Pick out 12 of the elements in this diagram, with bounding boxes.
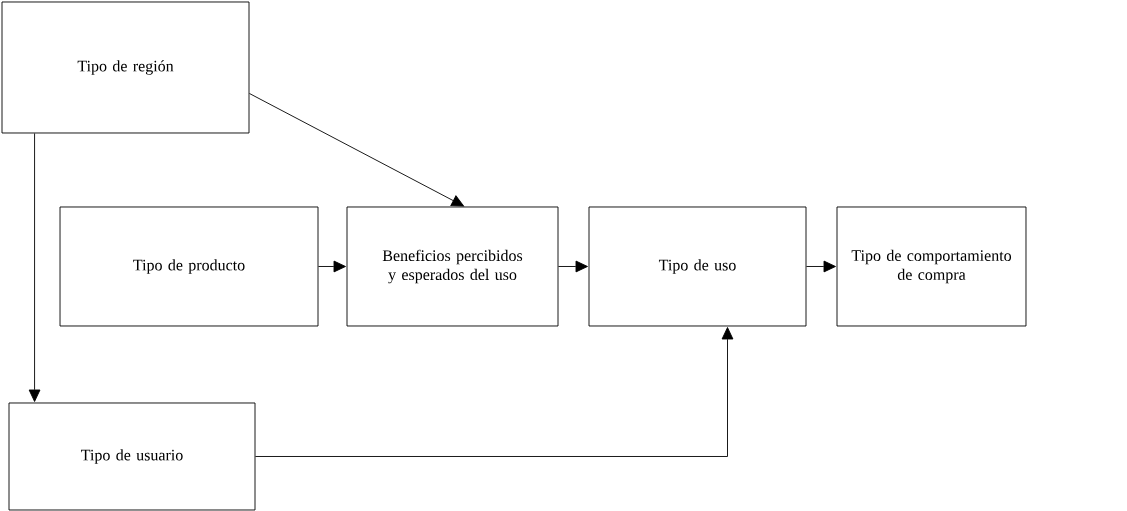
arrow xyxy=(558,260,588,273)
arrow xyxy=(249,93,464,207)
process-box: Tipo de usuario xyxy=(8,402,256,511)
arrow xyxy=(806,260,836,273)
process-box: Tipo de comportamiento de compra xyxy=(836,206,1027,327)
arrow xyxy=(28,133,41,402)
process-box: Tipo de región xyxy=(1,1,250,134)
process-box: Beneficios percibidos y esperados del uso xyxy=(346,206,559,327)
arrow xyxy=(318,260,346,273)
process-box: Tipo de producto xyxy=(59,206,319,327)
arrow xyxy=(255,327,734,457)
process-box: Tipo de uso xyxy=(588,206,807,327)
